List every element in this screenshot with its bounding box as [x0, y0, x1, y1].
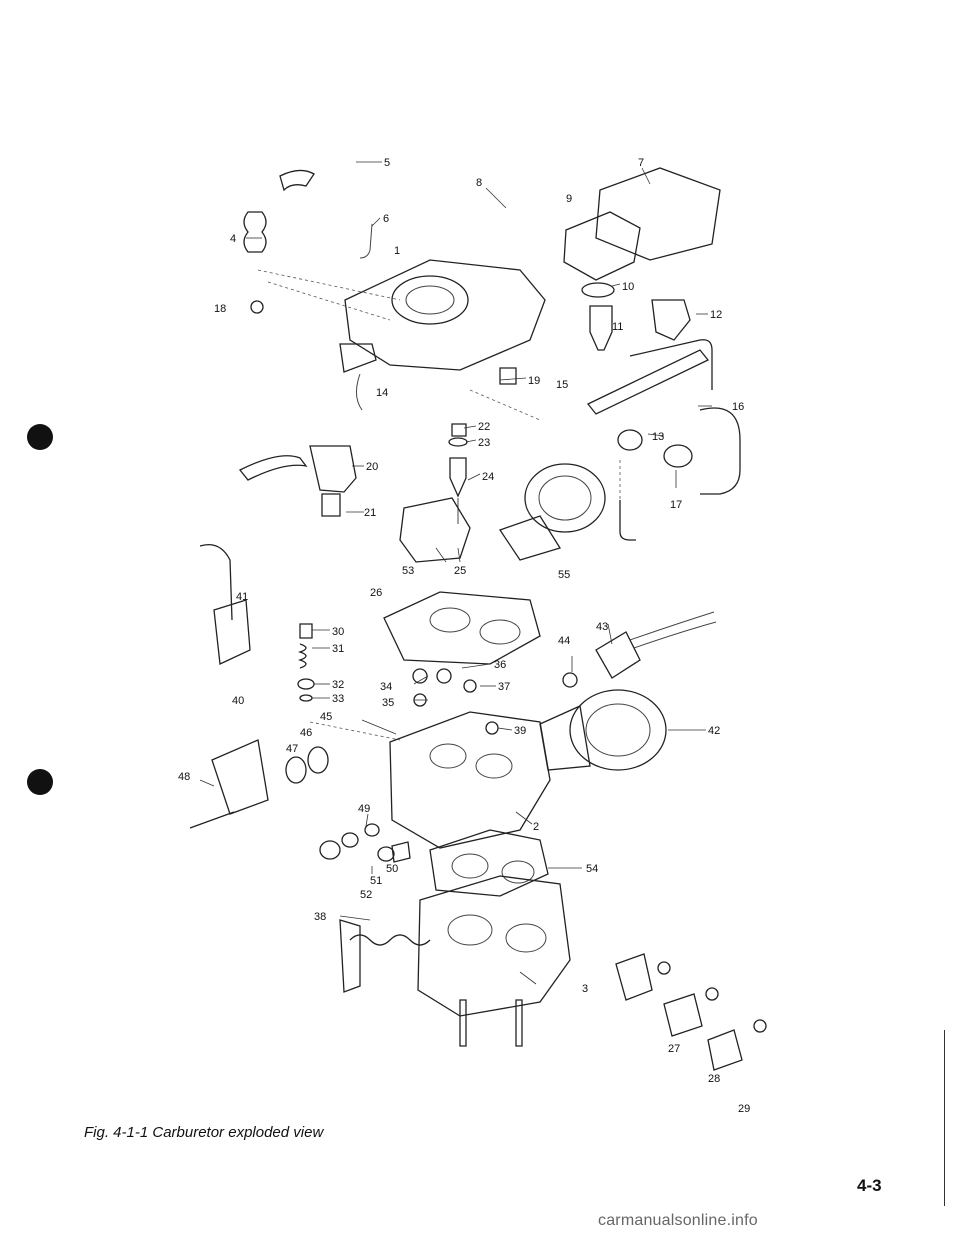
punch-hole-bottom — [27, 769, 53, 795]
page-number: 4-3 — [857, 1176, 882, 1195]
part-label: 28 — [708, 1073, 720, 1085]
part-label: 55 — [558, 569, 570, 581]
part-label: 10 — [622, 281, 634, 293]
part-label: 41 — [236, 591, 248, 603]
part-number-labels: 1 2 3 4 5 6 7 8 9 10 11 12 13 14 15 16 1… — [178, 157, 750, 1115]
part-label: 24 — [482, 471, 494, 483]
part-label: 12 — [710, 309, 722, 321]
part-label: 26 — [370, 587, 382, 599]
part-label: 44 — [558, 635, 570, 647]
part-label: 40 — [232, 695, 244, 707]
part-label: 14 — [376, 387, 388, 399]
figure-caption: Fig. 4-1-1 Carburetor exploded view — [84, 1124, 324, 1141]
part-label: 27 — [668, 1043, 680, 1055]
part-label: 50 — [386, 863, 398, 875]
part-label: 52 — [360, 889, 372, 901]
part-label: 37 — [498, 681, 510, 693]
punch-hole-top — [27, 424, 53, 450]
part-label: 23 — [478, 437, 490, 449]
part-label: 51 — [370, 875, 382, 887]
air-horn-cover — [344, 259, 546, 371]
part-label: 11 — [612, 321, 623, 333]
part-label: 4 — [230, 233, 236, 245]
part-label: 19 — [528, 375, 540, 387]
part-label: 9 — [566, 193, 572, 205]
part-label: 53 — [402, 565, 414, 577]
part-label: 29 — [738, 1103, 750, 1115]
part-label: 16 — [732, 401, 744, 413]
part-label: 30 — [332, 626, 344, 638]
watermark: carmanualsonline.info — [598, 1212, 758, 1229]
part-label: 35 — [382, 697, 394, 709]
part-label: 45 — [320, 711, 332, 723]
part-label: 22 — [478, 421, 490, 433]
part-label: 25 — [454, 565, 466, 577]
part-label: 17 — [670, 499, 682, 511]
part-label: 6 — [383, 213, 389, 225]
part-label: 31 — [332, 643, 344, 655]
part-label: 15 — [556, 379, 568, 391]
part-label: 7 — [638, 157, 644, 169]
part-label: 33 — [332, 693, 344, 705]
part-label: 20 — [366, 461, 378, 473]
part-label: 1 — [394, 245, 400, 257]
part-label: 43 — [596, 621, 608, 633]
part-label: 46 — [300, 727, 312, 739]
part-label: 18 — [214, 303, 226, 315]
part-label: 42 — [708, 725, 720, 737]
part-label: 32 — [332, 679, 344, 691]
part-label: 38 — [314, 911, 326, 923]
part-label: 5 — [384, 157, 390, 169]
part-label: 36 — [494, 659, 506, 671]
part-label: 54 — [586, 863, 598, 875]
part-label: 39 — [514, 725, 526, 737]
part-label: 13 — [652, 431, 664, 443]
part-label: 34 — [380, 681, 392, 693]
page-edge-rule — [944, 1030, 945, 1206]
part-label: 48 — [178, 771, 190, 783]
part-label: 8 — [476, 177, 482, 189]
part-label: 47 — [286, 743, 298, 755]
part-label: 3 — [582, 983, 588, 995]
part-label: 49 — [358, 803, 370, 815]
part-label: 2 — [533, 821, 539, 833]
leader-lines — [199, 161, 712, 985]
part-label: 21 — [364, 507, 376, 519]
part-illustrations — [189, 167, 767, 1071]
